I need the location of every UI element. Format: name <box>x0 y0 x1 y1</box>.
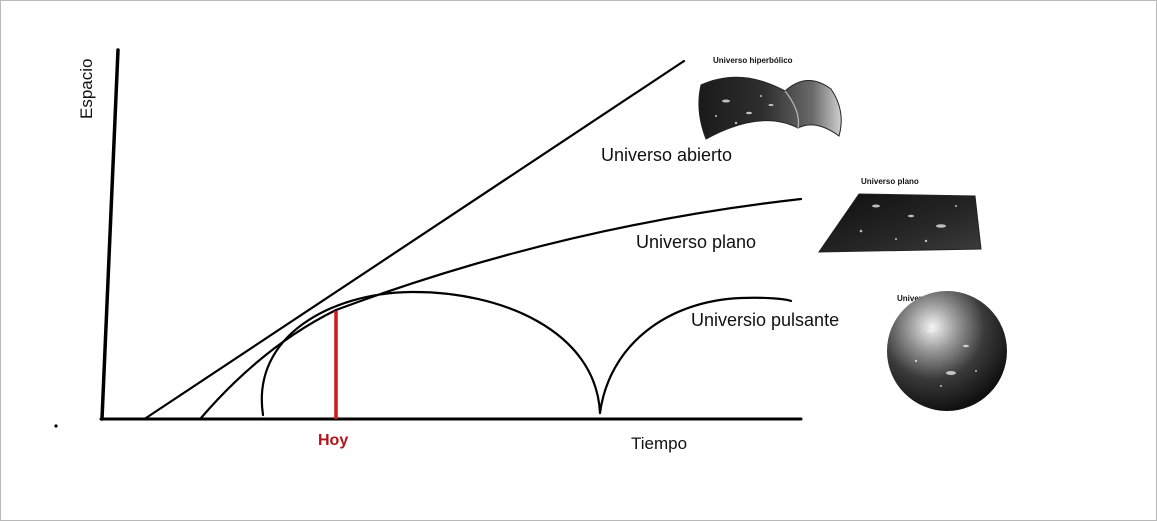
today-label: Hoy <box>318 432 348 449</box>
y-axis-label: Espacio <box>77 59 96 119</box>
pulsating-universe-label: Universio pulsante <box>691 310 839 330</box>
sphere-surface <box>887 291 1007 411</box>
flat-universe-title: Universo plano <box>861 177 919 186</box>
open-universe-label: Universo abierto <box>601 145 732 165</box>
pulsating-universe-cycle-1 <box>262 292 600 415</box>
flat-universe-label: Universo plano <box>636 232 756 252</box>
flat-plane-surface <box>819 194 981 252</box>
flat-universe-illustration: Universo plano <box>819 177 981 252</box>
stray-mark <box>54 424 57 427</box>
saddle-surface <box>699 77 841 139</box>
x-axis-label: Tiempo <box>631 434 687 453</box>
y-axis <box>102 50 118 419</box>
open-universe-curve <box>146 61 684 418</box>
spherical-universe-illustration: Universo esférico <box>887 291 1007 411</box>
hyperbolic-universe-title: Universo hiperbólico <box>713 56 793 65</box>
hyperbolic-universe-illustration: Universo hiperbólico <box>699 56 841 139</box>
